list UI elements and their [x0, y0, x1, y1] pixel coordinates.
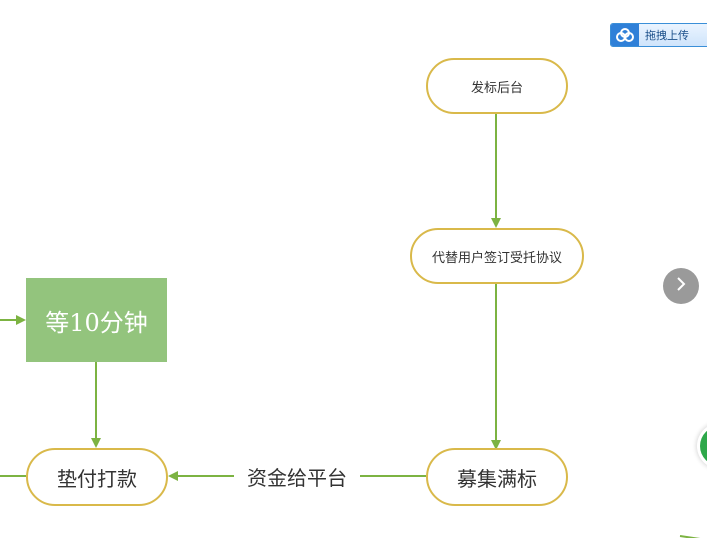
drag-upload-button[interactable]: 拖拽上传	[610, 23, 707, 47]
next-button[interactable]	[663, 268, 699, 304]
node-wait-label: 等10分钟	[45, 308, 148, 337]
drag-upload-label: 拖拽上传	[645, 29, 689, 42]
chevron-right-icon	[674, 276, 688, 296]
node-sign-agreement-label: 代替用户签订受托协议	[431, 250, 562, 266]
node-raise-full-label: 募集满标	[457, 466, 537, 491]
edge-label-funds-to-platform: 资金给平台	[234, 462, 360, 490]
edge-label-funds-to-platform-text: 资金给平台	[247, 465, 347, 490]
node-raise-full: 募集满标	[426, 448, 568, 506]
cloud-icon	[611, 24, 639, 46]
floating-action-button[interactable]	[700, 426, 707, 466]
node-publish-backend-label: 发标后台	[470, 80, 523, 96]
node-advance-payment: 垫付打款	[26, 448, 168, 506]
node-sign-agreement: 代替用户签订受托协议	[410, 228, 584, 284]
node-publish-backend: 发标后台	[426, 58, 568, 114]
edge-bottom-right	[679, 535, 701, 538]
node-wait: 等10分钟	[26, 278, 167, 362]
node-advance-payment-label: 垫付打款	[57, 466, 137, 491]
